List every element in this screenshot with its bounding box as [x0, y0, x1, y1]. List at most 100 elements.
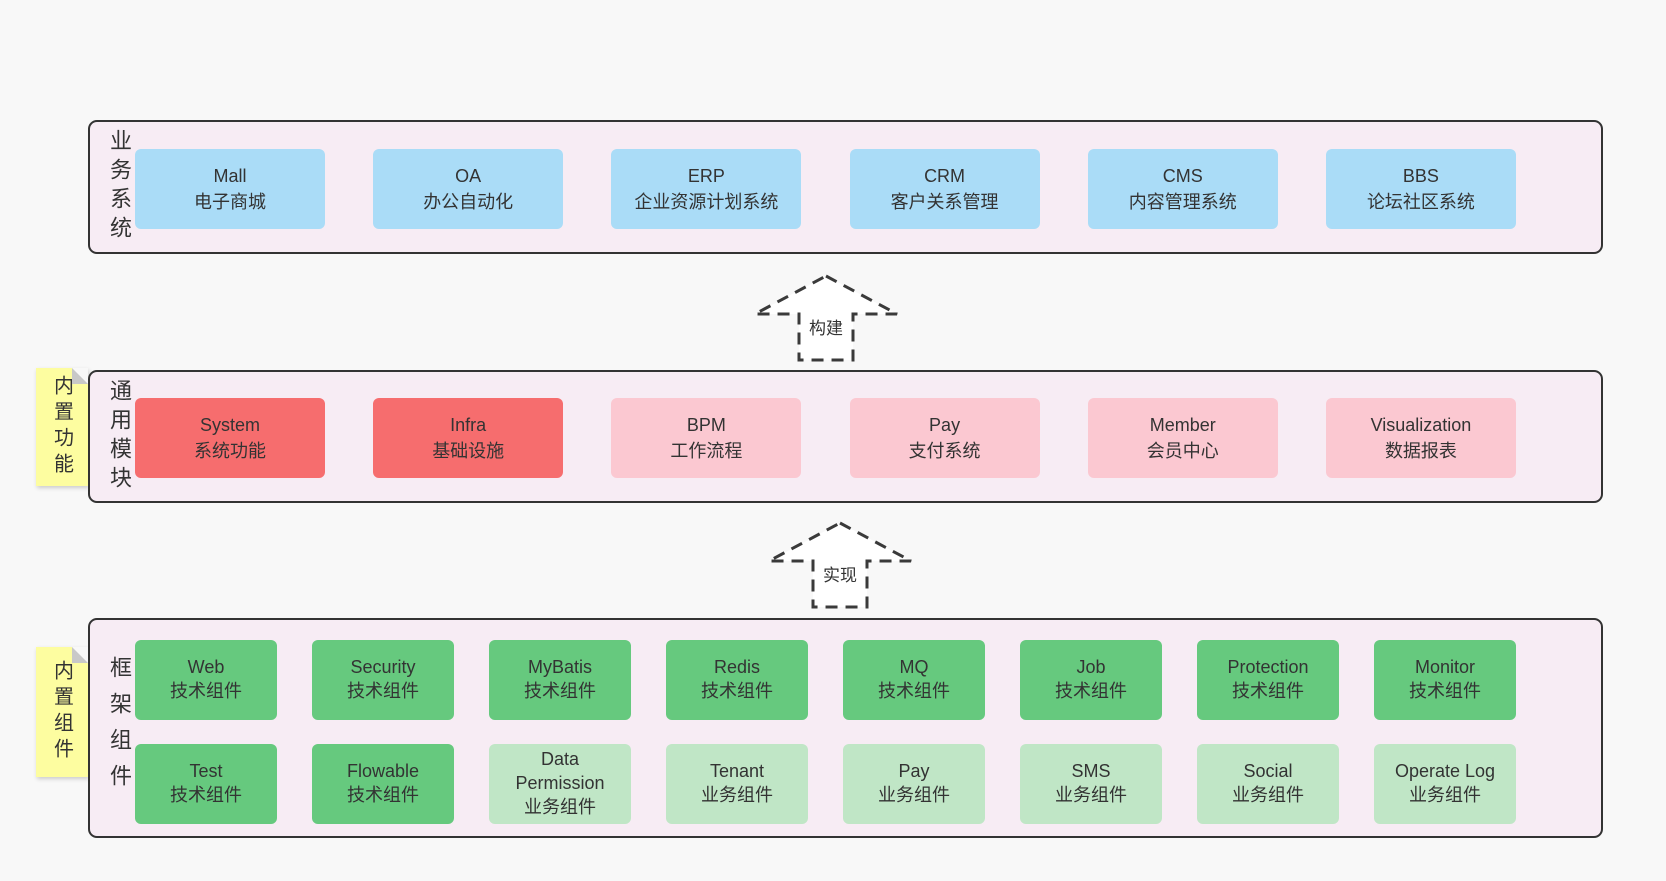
sticky-note-builtin-functions: 内置功能	[36, 368, 88, 486]
box-social: Social 业务组件	[1197, 744, 1339, 824]
box-subtitle: 技术组件	[701, 681, 773, 701]
sticky-note-label: 内置功能	[50, 375, 73, 479]
box-title: Web	[187, 657, 225, 678]
box-title: Member	[1149, 414, 1216, 435]
box-subtitle: 电子商城	[194, 192, 266, 212]
up-arrow-shape	[768, 521, 912, 609]
box-member: Member 会员中心	[1087, 398, 1278, 478]
box-title: Tenant	[709, 761, 765, 782]
box-subtitle: 系统功能	[194, 441, 266, 461]
box-title: Security	[350, 657, 416, 678]
business-box-row: Mall 电子商城 OA 办公自动化 ERP 企业资源计划系统 CRM 客户关系…	[135, 149, 1516, 229]
box-subtitle: 业务组件	[1055, 785, 1127, 805]
box-data-permission: Data Permission 业务组件	[489, 744, 631, 824]
box-subtitle: 技术组件	[170, 785, 242, 805]
box-flowable: Flowable 技术组件	[312, 744, 454, 824]
box-visualization: Visualization 数据报表	[1325, 398, 1516, 478]
box-subtitle: 技术组件	[170, 681, 242, 701]
box-title: Pay	[898, 761, 930, 782]
box-job: Job 技术组件	[1020, 640, 1162, 720]
box-subtitle: 企业资源计划系统	[634, 192, 779, 212]
box-system: System 系统功能	[135, 398, 325, 478]
box-subtitle: 技术组件	[1409, 681, 1481, 701]
implement-arrow-label: 实现	[823, 566, 857, 585]
modules-panel-label: 通用模块	[107, 378, 132, 495]
box-title: Pay	[929, 414, 961, 435]
box-subtitle: 会员中心	[1146, 441, 1219, 461]
box-bbs: BBS 论坛社区系统	[1325, 149, 1516, 229]
box-title: System	[199, 414, 260, 435]
box-title: SMS	[1071, 761, 1111, 782]
box-subtitle: 论坛社区系统	[1366, 192, 1475, 212]
box-subtitle: 业务组件	[1409, 785, 1481, 805]
box-title: ERP	[687, 165, 725, 186]
box-cms: CMS 内容管理系统	[1087, 149, 1278, 229]
box-subtitle: 技术组件	[347, 785, 419, 805]
box-title: Social	[1243, 761, 1293, 782]
box-subtitle: 技术组件	[347, 681, 419, 701]
box-infra: Infra 基础设施	[373, 398, 564, 478]
box-subtitle: 业务组件	[701, 785, 773, 805]
box-title: Test	[189, 761, 223, 782]
box-subtitle: 技术组件	[524, 681, 596, 701]
box-test: Test 技术组件	[135, 744, 277, 824]
box-title: CMS	[1162, 165, 1203, 186]
modules-box-row: System 系统功能 Infra 基础设施 BPM 工作流程 Pay 支付系统…	[135, 398, 1516, 478]
box-title: Operate Log	[1394, 761, 1496, 782]
box-title: Monitor	[1414, 657, 1476, 678]
box-subtitle: 工作流程	[670, 441, 743, 461]
common-modules-panel: 通用模块 System 系统功能 Infra 基础设施 BPM 工作流程 Pay…	[88, 370, 1603, 503]
box-crm: CRM 客户关系管理	[849, 149, 1040, 229]
business-systems-panel: 业务系统 Mall 电子商城 OA 办公自动化 ERP 企业资源计划系统 CRM…	[88, 120, 1603, 254]
up-arrow-shape	[754, 274, 898, 362]
box-title: Visualization	[1370, 414, 1472, 435]
box-title: Job	[1076, 657, 1106, 678]
box-pay-biz: Pay 业务组件	[843, 744, 985, 824]
box-oa: OA 办公自动化	[373, 149, 564, 229]
box-subtitle: 办公自动化	[423, 192, 514, 212]
box-pay: Pay 支付系统	[849, 398, 1040, 478]
box-subtitle: 基础设施	[432, 441, 505, 461]
box-monitor: Monitor 技术组件	[1374, 640, 1516, 720]
implement-arrow-icon: 实现	[765, 520, 915, 610]
box-subtitle: 数据报表	[1384, 441, 1457, 461]
box-title: Infra	[450, 414, 487, 435]
box-title: Protection	[1227, 657, 1309, 678]
box-title: MyBatis	[527, 657, 592, 678]
build-arrow-label: 构建	[809, 319, 843, 338]
box-title: Mall	[213, 165, 247, 186]
box-title: BBS	[1402, 165, 1439, 186]
box-title: CRM	[924, 165, 966, 186]
box-web: Web 技术组件	[135, 640, 277, 720]
box-bpm: BPM 工作流程	[611, 398, 802, 478]
box-subtitle: 支付系统	[908, 441, 981, 461]
build-arrow-icon: 构建	[751, 273, 901, 363]
box-tenant: Tenant 业务组件	[666, 744, 808, 824]
box-title: Flowable	[346, 761, 420, 782]
box-subtitle: 业务组件	[878, 785, 950, 805]
sticky-note-label: 内置组件	[50, 660, 73, 764]
framework-components-panel: 框架组件 Web 技术组件 Security 技术组件 MyBatis 技术组件…	[88, 618, 1603, 838]
box-redis: Redis 技术组件	[666, 640, 808, 720]
box-title: Redis	[713, 657, 761, 678]
box-subtitle: 技术组件	[878, 681, 950, 701]
framework-box-row-1: Web 技术组件 Security 技术组件 MyBatis 技术组件 Redi…	[135, 640, 1516, 720]
box-sms: SMS 业务组件	[1020, 744, 1162, 824]
box-erp: ERP 企业资源计划系统	[611, 149, 802, 229]
box-subtitle: 内容管理系统	[1128, 192, 1237, 212]
box-title: Data Permission	[515, 749, 605, 794]
box-title: OA	[455, 165, 482, 186]
framework-box-row-2: Test 技术组件 Flowable 技术组件 Data Permission …	[135, 744, 1516, 824]
box-mq: MQ 技术组件	[843, 640, 985, 720]
sticky-note-builtin-components: 内置组件	[36, 647, 88, 777]
box-title: BPM	[686, 414, 726, 435]
business-panel-label: 业务系统	[107, 129, 132, 245]
box-subtitle: 技术组件	[1232, 681, 1304, 701]
box-mall: Mall 电子商城	[135, 149, 325, 229]
box-subtitle: 业务组件	[1232, 785, 1304, 805]
box-subtitle: 技术组件	[1055, 681, 1127, 701]
box-security: Security 技术组件	[312, 640, 454, 720]
box-mybatis: MyBatis 技术组件	[489, 640, 631, 720]
box-subtitle: 客户关系管理	[890, 192, 999, 212]
